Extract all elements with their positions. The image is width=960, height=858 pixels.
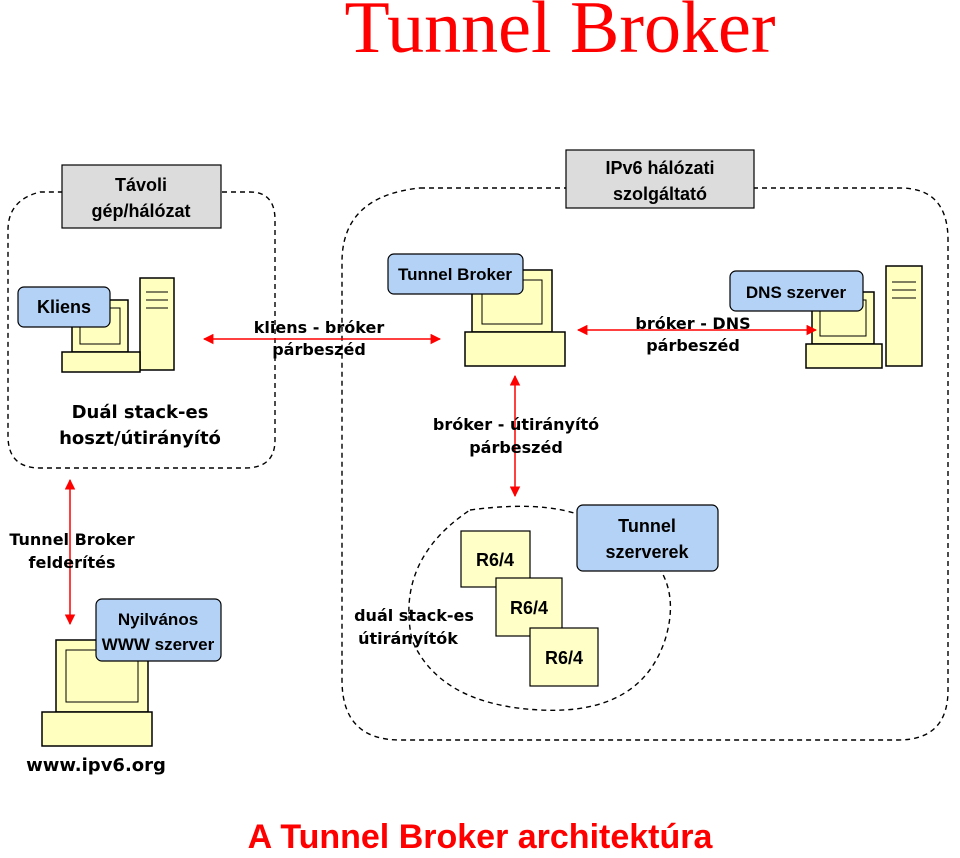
public-www-server-node: Nyilvános WWW szerver (95, 598, 222, 662)
svg-text:párbeszéd: párbeszéd (272, 340, 366, 359)
diagram-caption: A Tunnel Broker architektúra (247, 818, 713, 856)
router-3-node: R6/4 (529, 627, 599, 687)
svg-text:párbeszéd: párbeszéd (469, 438, 563, 457)
svg-text:R6/4: R6/4 (476, 550, 514, 570)
svg-text:WWW szerver: WWW szerver (102, 635, 215, 654)
svg-text:hoszt/útirányító: hoszt/útirányító (59, 428, 221, 449)
www-server-computer-icon (41, 639, 153, 747)
svg-text:Tunnel: Tunnel (618, 516, 676, 536)
svg-text:Tunnel Broker: Tunnel Broker (9, 530, 134, 549)
svg-text:R6/4: R6/4 (545, 648, 583, 668)
client-node: Kliens (17, 286, 111, 328)
ipv6-provider-region-label: IPv6 hálózati szolgáltató (565, 149, 755, 209)
www-url-label: www.ipv6.org (26, 755, 166, 776)
svg-text:szolgáltató: szolgáltató (613, 184, 707, 204)
svg-text:Távoli: Távoli (115, 175, 167, 195)
svg-text:duál stack-es: duál stack-es (354, 606, 474, 625)
svg-text:Duál stack-es: Duál stack-es (72, 402, 209, 423)
dual-stack-routers-label: duál stack-es útirányítók (354, 606, 474, 648)
dns-server-node: DNS szerver (729, 270, 864, 312)
router-2-node: R6/4 (495, 577, 563, 637)
svg-text:R6/4: R6/4 (510, 598, 548, 618)
svg-text:felderítés: felderítés (29, 553, 116, 572)
svg-text:bróker - útirányító: bróker - útirányító (433, 415, 599, 434)
svg-text:szerverek: szerverek (605, 542, 689, 562)
svg-text:IPv6 hálózati: IPv6 hálózati (605, 158, 714, 178)
page-title: Tunnel Broker (344, 0, 776, 69)
tunnel-broker-node: Tunnel Broker (387, 253, 524, 295)
dual-stack-host-label: Duál stack-es hoszt/útirányító (59, 402, 221, 449)
svg-text:Kliens: Kliens (37, 297, 91, 317)
svg-text:kliens - bróker: kliens - bróker (254, 318, 385, 337)
svg-text:Nyilvános: Nyilvános (118, 610, 198, 629)
remote-network-boundary (7, 191, 276, 469)
svg-text:bróker - DNS: bróker - DNS (635, 314, 750, 333)
discovery-label: Tunnel Broker felderítés (9, 530, 134, 572)
svg-text:gép/hálózat: gép/hálózat (91, 201, 190, 221)
broker-dns-label: bróker - DNS párbeszéd (635, 314, 750, 355)
provider-network-boundary (341, 187, 949, 741)
remote-host-region-label: Távoli gép/hálózat (61, 164, 222, 229)
broker-router-label: bróker - útirányító párbeszéd (433, 415, 599, 457)
tunnel-servers-node: Tunnel szerverek (576, 504, 719, 572)
client-broker-label: kliens - bróker párbeszéd (254, 318, 385, 359)
svg-text:párbeszéd: párbeszéd (646, 336, 740, 355)
svg-text:útirányítók: útirányítók (358, 629, 458, 648)
svg-text:Tunnel Broker: Tunnel Broker (398, 265, 512, 284)
svg-text:DNS szerver: DNS szerver (746, 283, 847, 302)
